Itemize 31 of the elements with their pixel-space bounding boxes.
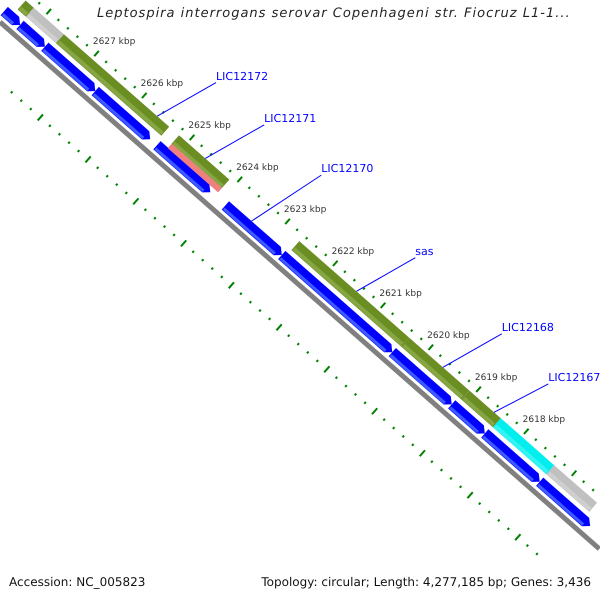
gene-block	[92, 86, 150, 140]
position-label: 2619 kbp	[474, 373, 518, 384]
leader-line	[442, 333, 502, 368]
gene-label: LIC12172	[216, 70, 268, 83]
position-label: 2622 kbp	[332, 247, 374, 258]
leader-line	[494, 383, 549, 413]
leader-line	[251, 174, 322, 222]
gene-label: LIC12168	[502, 322, 554, 334]
position-label: 2627 kbp	[92, 37, 136, 48]
position-label: 2625 kbp	[188, 121, 231, 132]
gene-block	[222, 201, 282, 256]
leader-line	[204, 124, 265, 159]
gene-label: LIC12167	[548, 372, 600, 384]
position-label: 2626 kbp	[140, 79, 184, 90]
gene-label: LIC12170	[321, 163, 374, 176]
gene-label: LIC12171	[264, 112, 316, 125]
leader-line	[156, 82, 217, 117]
gene-block	[0, 6, 20, 26]
gene-block	[461, 390, 501, 428]
gene-block	[168, 144, 222, 192]
gene-block	[16, 20, 45, 47]
map-info-text: Accession: NC_005823	[9, 575, 146, 589]
position-label: 2618 kbp	[522, 415, 566, 426]
position-label: 2620 kbp	[427, 331, 470, 342]
gene-block	[546, 465, 598, 512]
map-title: Leptospira interrogans serovar Copenhageni str. Fiocruz L1-1...	[97, 5, 571, 23]
gene-label: sas	[415, 246, 434, 258]
position-label: 2621 kbp	[379, 289, 422, 300]
position-label: 2623 kbp	[284, 205, 326, 216]
position-label: 2624 kbp	[236, 163, 279, 174]
map-info-text: Topology: circular; Length: 4,277,185 bp; Genes: 3,436	[261, 575, 591, 589]
